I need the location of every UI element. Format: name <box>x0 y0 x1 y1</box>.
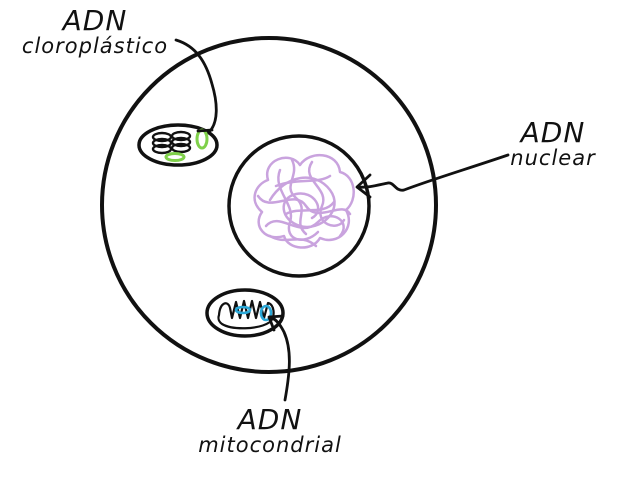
mitochondrion-cristae <box>217 299 275 330</box>
arrow-nuclear <box>356 153 510 192</box>
label-nuclear-line2: nuclear <box>510 146 596 171</box>
nuclear-dna <box>253 153 355 249</box>
mitochondrion <box>205 288 285 338</box>
label-chloroplast-line2: cloroplástico <box>21 34 169 59</box>
arrow-mito-head <box>267 314 285 332</box>
label-mito-line2: mitocondrial <box>198 433 342 458</box>
label-mitochondrial-dna: ADN mitocondrial <box>190 403 350 458</box>
mitochondrial-dna-ring <box>259 304 273 322</box>
arrow-chloroplast <box>174 38 218 133</box>
mitochondrial-dna-ring <box>234 305 252 315</box>
nucleus <box>227 134 371 278</box>
mitochondrion-outline <box>205 288 285 338</box>
label-mito-line1: ADN <box>237 403 303 436</box>
chloroplast-dna-ring <box>195 128 209 150</box>
label-chloroplast-line1: ADN <box>62 4 128 37</box>
label-nuclear-dna: ADN nuclear <box>498 116 608 171</box>
arrow-mito <box>268 315 291 402</box>
arrows <box>174 38 510 402</box>
thylakoid-stacks <box>151 130 192 155</box>
chloroplast-outline <box>137 123 219 167</box>
chloroplast-dna-ring <box>164 152 186 162</box>
arrow-chloroplast-head <box>196 128 214 133</box>
label-chloroplast-dna: ADN cloroplástico <box>10 4 180 59</box>
label-nuclear-line1: ADN <box>520 116 586 149</box>
cell-membrane <box>100 36 438 374</box>
arrow-nuclear-head <box>355 173 372 199</box>
